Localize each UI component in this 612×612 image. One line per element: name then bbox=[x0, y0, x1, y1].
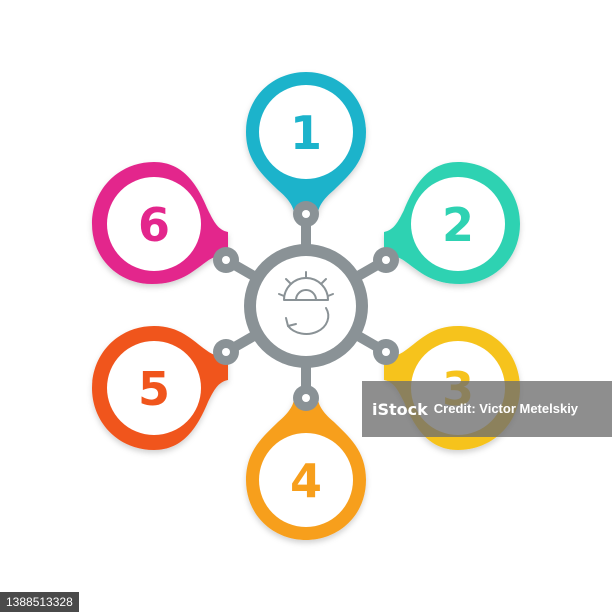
step-number-5: 5 bbox=[138, 362, 170, 416]
watermark-banner: iStock Credit: Victor Metelskiy bbox=[362, 381, 612, 437]
step-node-1: 1 bbox=[246, 72, 366, 214]
step-number-2: 2 bbox=[442, 198, 474, 252]
watermark-credit: Credit: Victor Metelskiy bbox=[433, 400, 579, 416]
step-number-1: 1 bbox=[290, 106, 322, 160]
step-node-5: 5 bbox=[92, 326, 228, 450]
step-number-6: 6 bbox=[138, 198, 170, 252]
step-node-6: 6 bbox=[92, 162, 228, 284]
stock-id-label: 1388513328 bbox=[0, 592, 79, 612]
step-number-4: 4 bbox=[290, 454, 322, 508]
central-hub bbox=[213, 201, 399, 411]
gear-refresh-icon bbox=[278, 271, 334, 335]
step-node-4: 4 bbox=[246, 398, 366, 540]
step-node-2: 2 bbox=[384, 162, 520, 284]
watermark-logo: iStock bbox=[372, 399, 428, 419]
